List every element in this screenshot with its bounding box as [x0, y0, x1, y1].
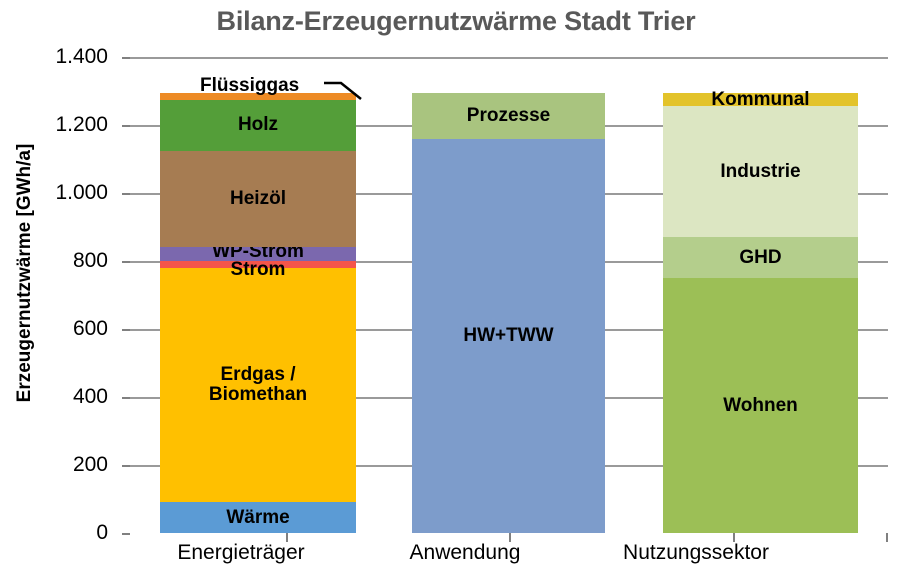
- bar-energietraeger[interactable]: Wärme Erdgas /Biomethan Strom WP-Strom H…: [160, 92, 356, 533]
- x-tick-mark-3: [733, 533, 735, 542]
- y-tick-mark-1200: [122, 125, 130, 127]
- y-axis-tick-labels: 1.400 1.200 1.000 800 600 400 200 0: [0, 45, 130, 544]
- y-tick-mark-1400: [122, 57, 130, 59]
- y-tick-label-600: 600: [72, 317, 108, 340]
- y-tick-mark-400: [122, 397, 130, 399]
- y-tick-mark-600: [122, 329, 130, 331]
- segment-wohnen[interactable]: Wohnen: [663, 278, 858, 533]
- y-tick-label-800: 800: [72, 249, 108, 272]
- x-category-label-energietraeger: Energieträger: [177, 541, 305, 564]
- y-tick-mark-1000: [122, 193, 130, 195]
- y-tick-label-0: 0: [96, 521, 108, 544]
- x-category-label-anwendung: Anwendung: [409, 541, 521, 564]
- y-tick-mark-800: [122, 261, 130, 263]
- gridline-1400: [130, 57, 888, 59]
- y-tick-mark-0: [122, 533, 130, 535]
- plot-area: Wärme Erdgas /Biomethan Strom WP-Strom H…: [130, 57, 888, 533]
- segment-fluessiggas[interactable]: [160, 92, 356, 100]
- callout-label-fluessiggas: Flüssiggas: [200, 75, 300, 96]
- chart-title: Bilanz-Erzeugernutzwärme Stadt Trier: [216, 6, 696, 36]
- y-tick-label-1200: 1.200: [55, 113, 108, 136]
- x-tick-mark-4: [886, 533, 888, 542]
- y-tick-label-1400: 1.400: [55, 45, 108, 68]
- y-tick-label-400: 400: [72, 385, 108, 408]
- y-tick-mark-200: [122, 465, 130, 467]
- x-tick-mark-2: [509, 533, 511, 542]
- x-category-label-nutzungssektor: Nutzungssektor: [623, 541, 769, 564]
- bar-nutzungssektor[interactable]: Wohnen GHD Industrie Kommunal: [663, 89, 858, 533]
- y-tick-label-1000: 1.000: [55, 181, 108, 204]
- x-tick-mark-1: [286, 533, 288, 542]
- y-tick-label-200: 200: [72, 453, 108, 476]
